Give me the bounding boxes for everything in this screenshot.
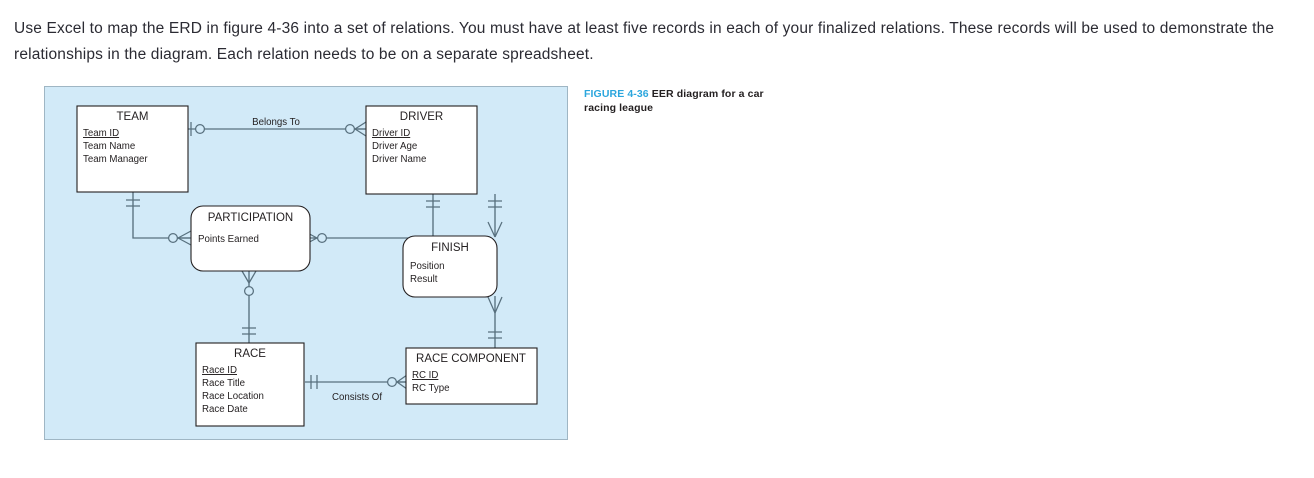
figure-caption-text: EER diagram for a car racing league bbox=[584, 88, 764, 114]
entity-driver-attr-0: Driver ID bbox=[372, 128, 410, 139]
connector-consists-of bbox=[305, 374, 408, 390]
entity-participation-title: PARTICIPATION bbox=[208, 212, 293, 224]
entity-driver-attr-2: Driver Name bbox=[372, 154, 426, 165]
entity-participation[interactable]: PARTICIPATION Points Earned bbox=[190, 205, 311, 272]
entity-finish-title: FINISH bbox=[431, 242, 469, 254]
entity-race[interactable]: RACE Race ID Race Title Race Location Ra… bbox=[195, 342, 305, 427]
entity-team[interactable]: TEAM Team ID Team Name Team Manager bbox=[76, 105, 189, 193]
entity-team-attr-0: Team ID bbox=[83, 128, 119, 139]
connector-participation-race bbox=[241, 270, 257, 343]
connector-finish-race-component bbox=[487, 296, 503, 348]
entity-race-component-title: RACE COMPONENT bbox=[416, 353, 526, 365]
entity-race-title: RACE bbox=[234, 348, 266, 360]
relationship-label-belongs-to: Belongs To bbox=[252, 117, 300, 128]
connector-team-participation bbox=[126, 192, 192, 246]
relationship-label-consists-of: Consists Of bbox=[332, 392, 382, 403]
entity-team-title: TEAM bbox=[117, 111, 149, 123]
figure-caption: FIGURE 4-36 EER diagram for a car racing… bbox=[584, 88, 784, 115]
figure-number: FIGURE 4-36 bbox=[584, 88, 649, 100]
eer-diagram-canvas: TEAM Team ID Team Name Team Manager DRIV… bbox=[76, 105, 538, 427]
entity-race-component[interactable]: RACE COMPONENT RC ID RC Type bbox=[405, 347, 538, 405]
entity-participation-attr-0: Points Earned bbox=[198, 234, 259, 245]
entity-race-attr-1: Race Title bbox=[202, 378, 245, 389]
entity-finish-attr-1: Result bbox=[410, 274, 438, 285]
entity-team-attr-2: Team Manager bbox=[83, 154, 148, 165]
entity-driver[interactable]: DRIVER Driver ID Driver Age Driver Name bbox=[365, 105, 478, 195]
connector-belongs-to bbox=[188, 121, 367, 137]
entity-race-attr-2: Race Location bbox=[202, 391, 264, 402]
entity-finish[interactable]: FINISH Position Result bbox=[402, 235, 498, 298]
entity-driver-title: DRIVER bbox=[400, 111, 443, 123]
entity-race-component-attr-0: RC ID bbox=[412, 370, 438, 381]
question-text: Use Excel to map the ERD in figure 4-36 … bbox=[14, 20, 1275, 63]
connector-driver-finish bbox=[487, 194, 503, 238]
eer-diagram-panel: TEAM Team ID Team Name Team Manager DRIV… bbox=[44, 86, 568, 440]
entity-driver-attr-1: Driver Age bbox=[372, 141, 417, 152]
entity-finish-attr-0: Position bbox=[410, 261, 444, 272]
entity-race-component-attr-1: RC Type bbox=[412, 383, 450, 394]
entity-race-attr-3: Race Date bbox=[202, 404, 248, 415]
entity-race-attr-0: Race ID bbox=[202, 365, 237, 376]
entity-team-attr-1: Team Name bbox=[83, 141, 135, 152]
